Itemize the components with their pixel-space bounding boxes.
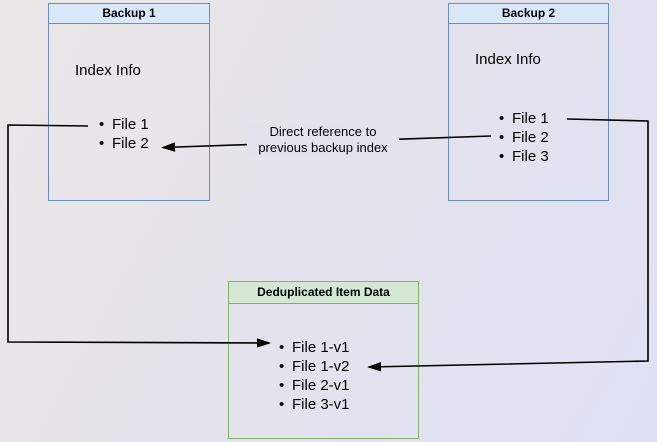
backup1-file-list: File 1 File 2 [99,115,149,153]
backup1-file-item: File 2 [99,134,149,153]
annotation-line-2: previous backup index [258,140,388,155]
dedup-item: File 2-v1 [279,376,350,395]
dedup-item: File 1-v1 [279,338,350,357]
backup1-box: Backup 1 Index Info File 1 File 2 [48,3,210,201]
backup2-index-info-label: Index Info [475,51,541,68]
backup2-file-list: File 1 File 2 File 3 [499,109,549,166]
backup1-title: Backup 1 [102,6,156,20]
annotation-line-1: Direct reference to [269,124,377,139]
direct-reference-annotation: Direct reference to previous backup inde… [247,124,399,156]
dedup-store-box: Deduplicated Item Data File 1-v1 File 1-… [228,281,419,439]
dedup-store-title: Deduplicated Item Data [257,285,390,299]
backup1-index-info-label: Index Info [75,62,141,79]
backup2-title: Backup 2 [501,6,556,20]
backup1-file-item: File 1 [99,115,149,134]
backup2-box: Backup 2 Index Info File 1 File 2 File 3 [448,3,609,201]
backup1-header: Backup 1 [49,4,209,24]
dedup-item: File 1-v2 [279,357,350,376]
dedup-item: File 3-v1 [279,395,350,414]
backup2-file-item: File 1 [499,109,549,128]
backup2-file-item: File 2 [499,128,549,147]
dedup-item-list: File 1-v1 File 1-v2 File 2-v1 File 3-v1 [279,338,350,414]
backup2-file-item: File 3 [499,147,549,166]
backup2-header: Backup 2 [449,4,608,24]
dedup-store-header: Deduplicated Item Data [229,282,418,304]
